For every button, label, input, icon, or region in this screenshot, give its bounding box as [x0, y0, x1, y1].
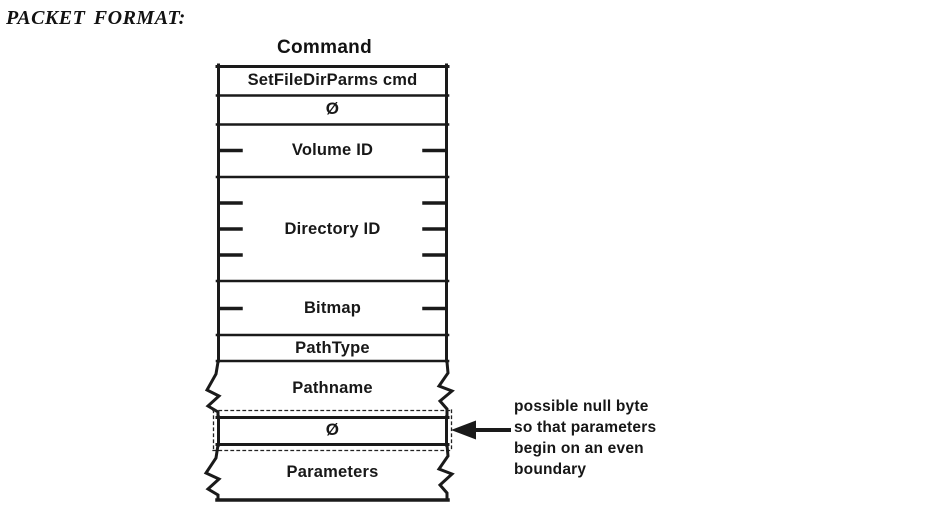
annotation-line: begin on an even: [514, 440, 644, 457]
null-byte-annotation: possible null byte so that parameters be…: [514, 396, 656, 480]
row-divider-lines: [215, 94, 450, 363]
callout-arrow-icon: [451, 420, 511, 440]
field-row-null-byte: Ø: [325, 99, 340, 118]
field-row-null-pad-byte: Ø: [325, 420, 340, 439]
packet-header-label: Command: [277, 37, 372, 58]
annotation-line: so that parameters: [514, 419, 657, 436]
field-row-directory-id: Directory ID: [284, 220, 381, 238]
annotation-line: possible null byte: [514, 398, 649, 415]
field-row-pathtype: PathType: [295, 339, 370, 357]
pathname-torn-edges: [204, 360, 455, 419]
field-row-setfiledirparms-cmd: SetFileDirParms cmd: [247, 71, 418, 89]
field-row-parameters: Parameters: [286, 463, 379, 481]
null-byte-row-outline: [215, 415, 450, 447]
field-row-bitmap: Bitmap: [303, 299, 362, 317]
byte-boundary-ticks: [217, 148, 448, 311]
parameters-torn-edges: [203, 443, 455, 502]
field-row-volume-id: Volume ID: [291, 141, 374, 159]
annotation-line: boundary: [514, 461, 587, 478]
field-row-pathname: Pathname: [292, 379, 373, 397]
page-title: PACKET FORMAT:: [6, 7, 186, 29]
packet-box-outline: [215, 63, 450, 363]
